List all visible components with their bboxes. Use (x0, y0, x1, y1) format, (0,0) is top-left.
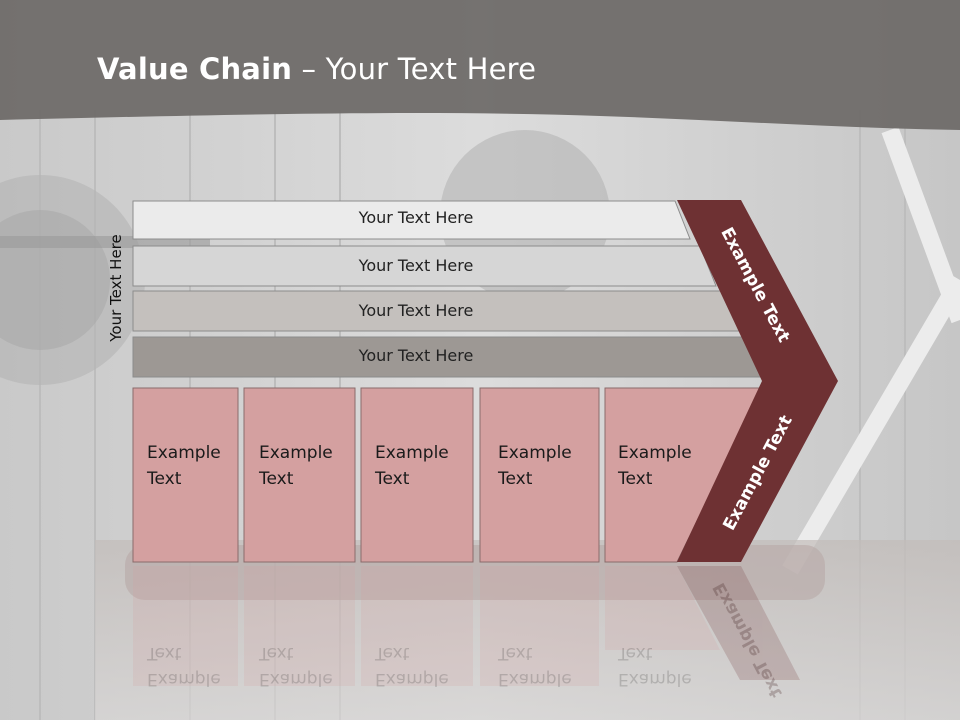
primary-boxes (132, 387, 763, 563)
support-row-label: Your Text Here (358, 301, 474, 320)
header-band (0, 0, 960, 130)
support-row-label: Your Text Here (358, 256, 474, 275)
page-title: Value Chain – Your Text Here (97, 52, 537, 86)
support-row-label: Your Text Here (358, 208, 474, 227)
primary-box-2[interactable] (243, 387, 356, 563)
support-row-1[interactable] (132, 200, 691, 240)
support-row-label: Your Text Here (358, 346, 474, 365)
support-row-2[interactable] (132, 245, 717, 287)
primary-box-4[interactable] (479, 387, 600, 563)
primary-box-3[interactable] (360, 387, 474, 563)
reflection (133, 566, 800, 686)
margin-chevron[interactable] (677, 200, 838, 562)
support-rows (132, 200, 763, 378)
primary-box-1[interactable] (132, 387, 239, 563)
